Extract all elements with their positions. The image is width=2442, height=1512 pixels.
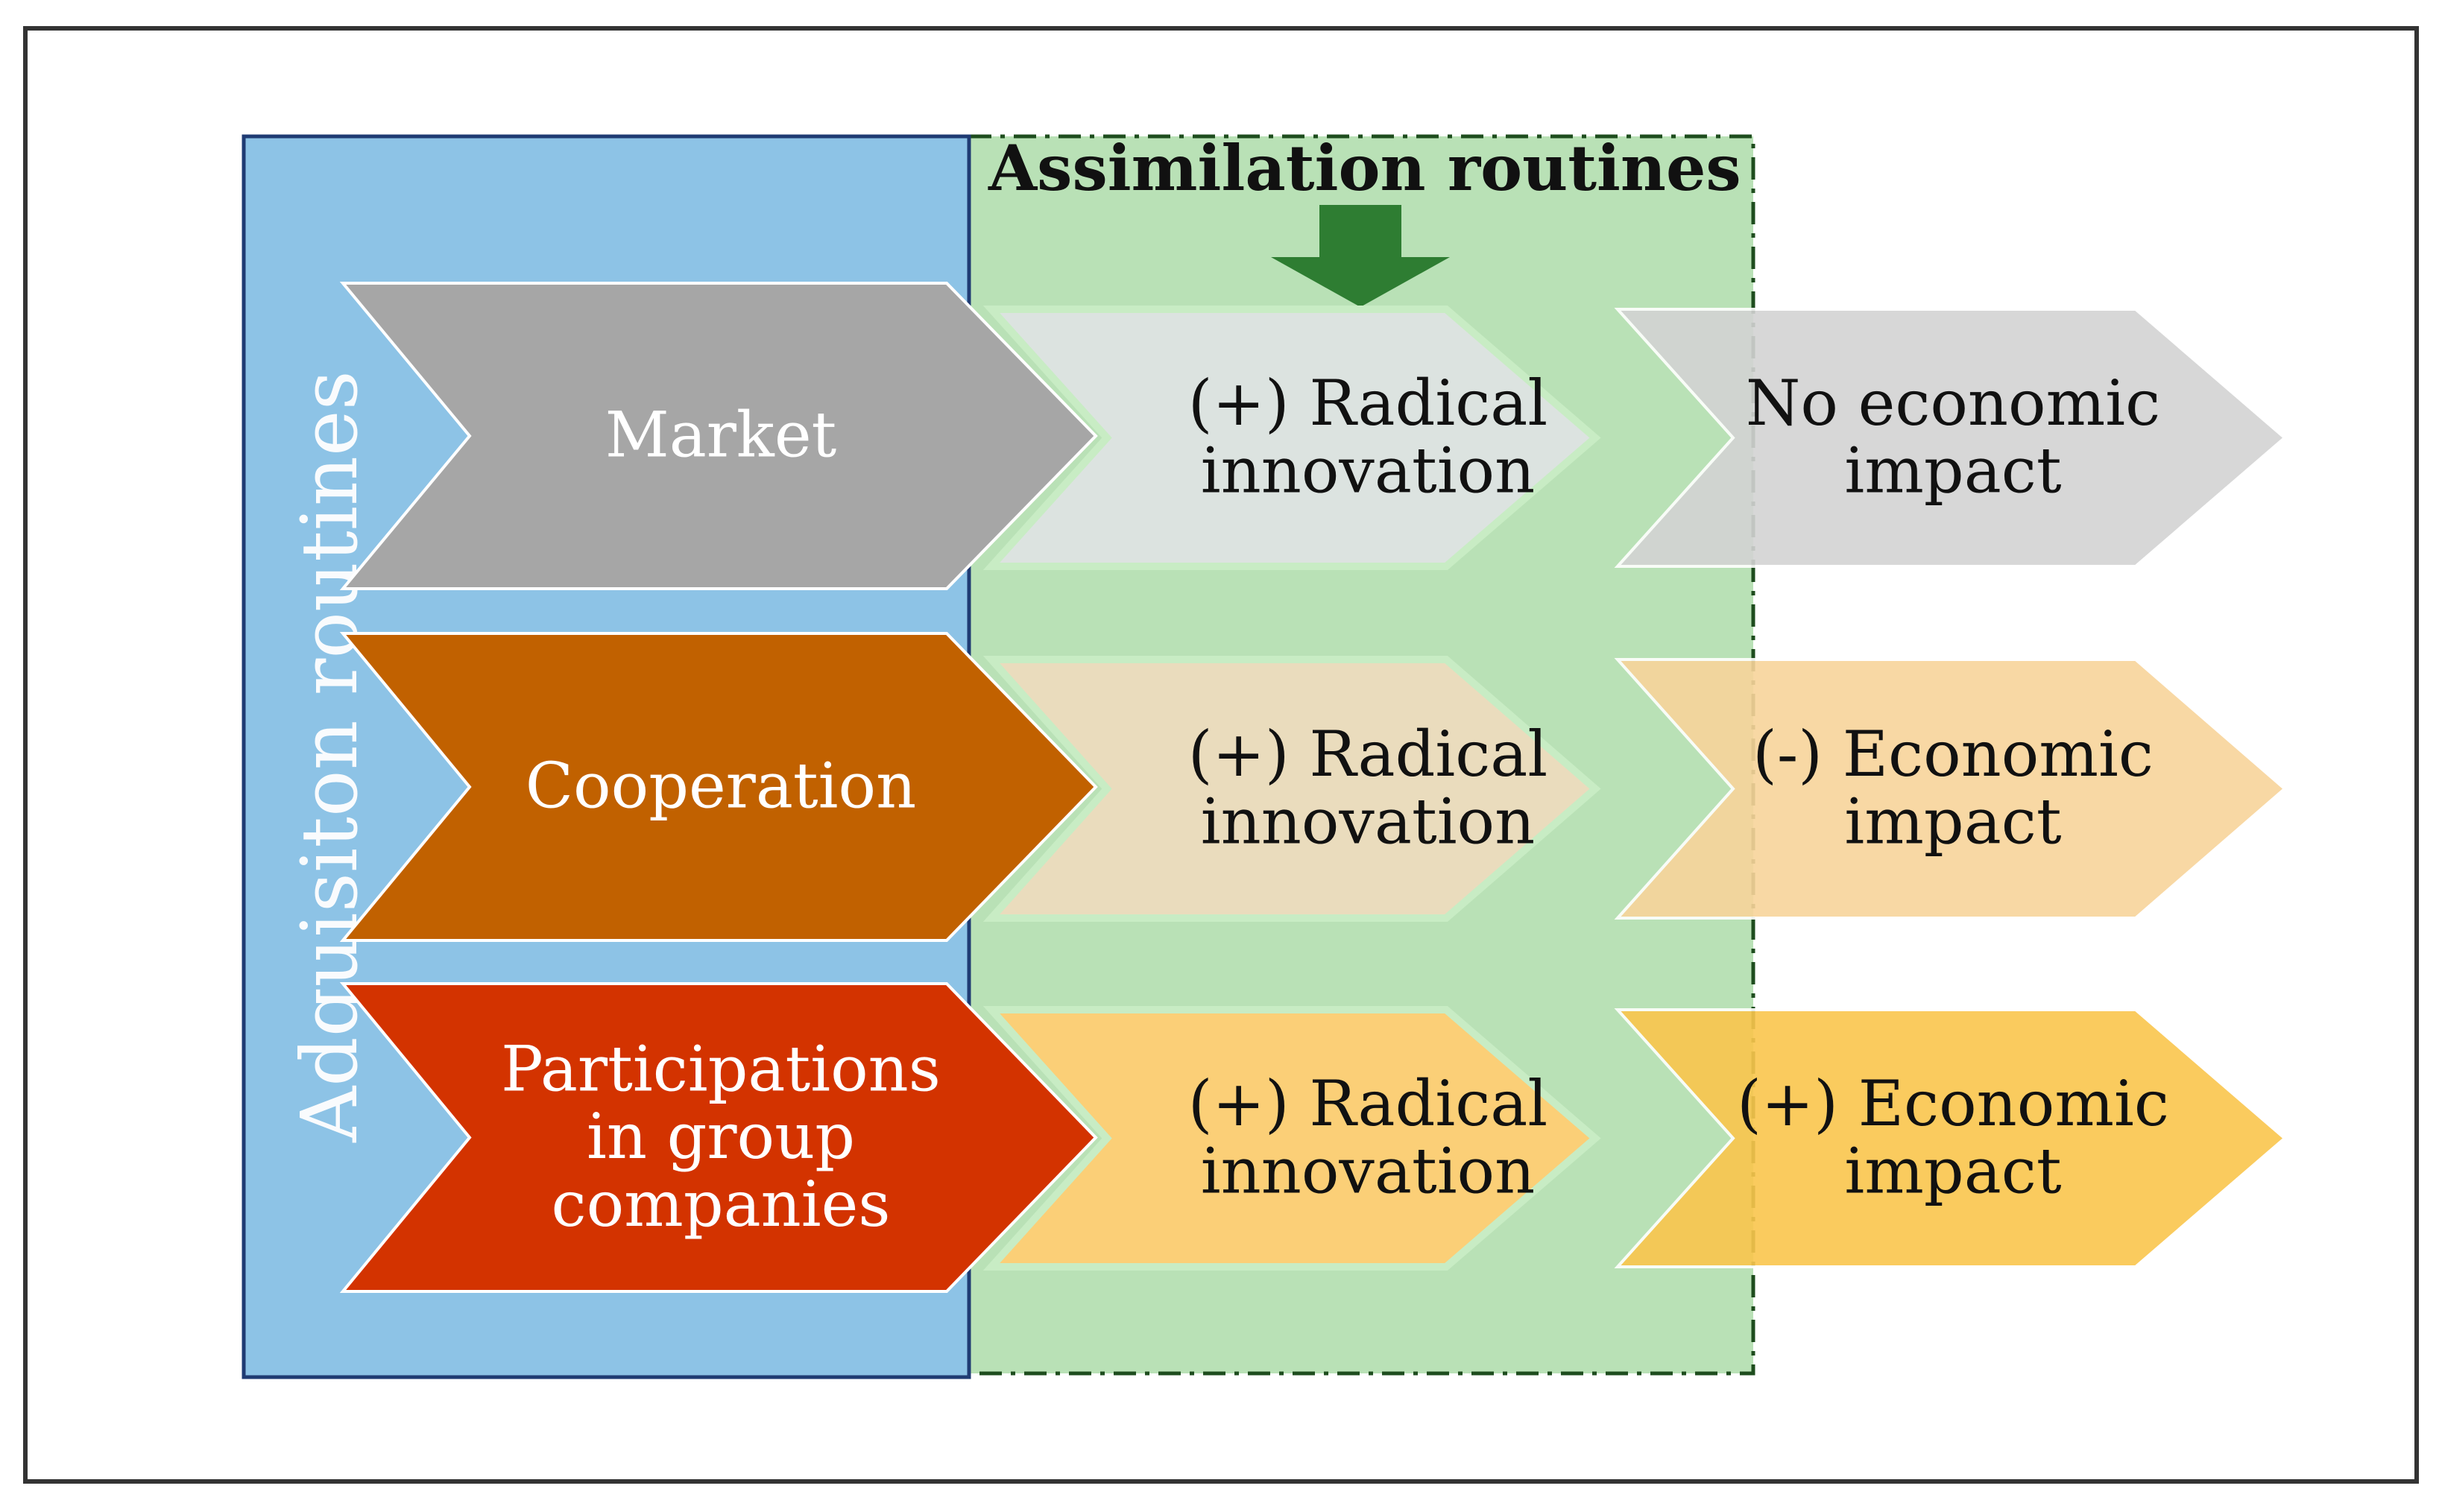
innovation-label-line: innovation — [1201, 785, 1535, 858]
innovation-label-line: innovation — [1201, 434, 1535, 507]
innovation-chevron — [982, 306, 1601, 570]
innovation-chevron — [982, 656, 1601, 922]
impact-chevron — [1614, 308, 2288, 568]
innovation-label-line: (+) Radical — [1188, 1067, 1548, 1140]
assimilation-routines-label: Assimilation routines — [988, 131, 1741, 205]
impact-chevron — [1614, 658, 2288, 920]
source-label-line: Participations — [501, 1033, 941, 1106]
impact-label-line: (+) Economic — [1737, 1067, 2169, 1140]
down-arrow-icon — [1271, 205, 1450, 307]
impact-label-line: (-) Economic — [1752, 718, 2154, 791]
source-chevron — [339, 282, 1098, 590]
acquisition-routines-label: Adquisiton routines — [284, 370, 375, 1143]
impact-label-line: impact — [1844, 434, 2061, 507]
source-label-line: in group — [587, 1100, 855, 1173]
impact-label-line: No economic — [1746, 367, 2160, 440]
innovation-chevron — [982, 1006, 1601, 1271]
source-chevron — [339, 632, 1098, 942]
source-label-line: Cooperation — [526, 750, 916, 823]
impact-label-line: impact — [1844, 1135, 2061, 1208]
impact-chevron — [1614, 1008, 2288, 1268]
source-label-line: companies — [552, 1168, 891, 1241]
innovation-label-line: innovation — [1201, 1135, 1535, 1208]
source-label-line: Market — [605, 399, 837, 472]
innovation-label-line: (+) Radical — [1188, 367, 1548, 440]
innovation-label-line: (+) Radical — [1188, 718, 1548, 791]
source-chevron — [339, 982, 1098, 1293]
impact-label-line: impact — [1844, 785, 2061, 858]
